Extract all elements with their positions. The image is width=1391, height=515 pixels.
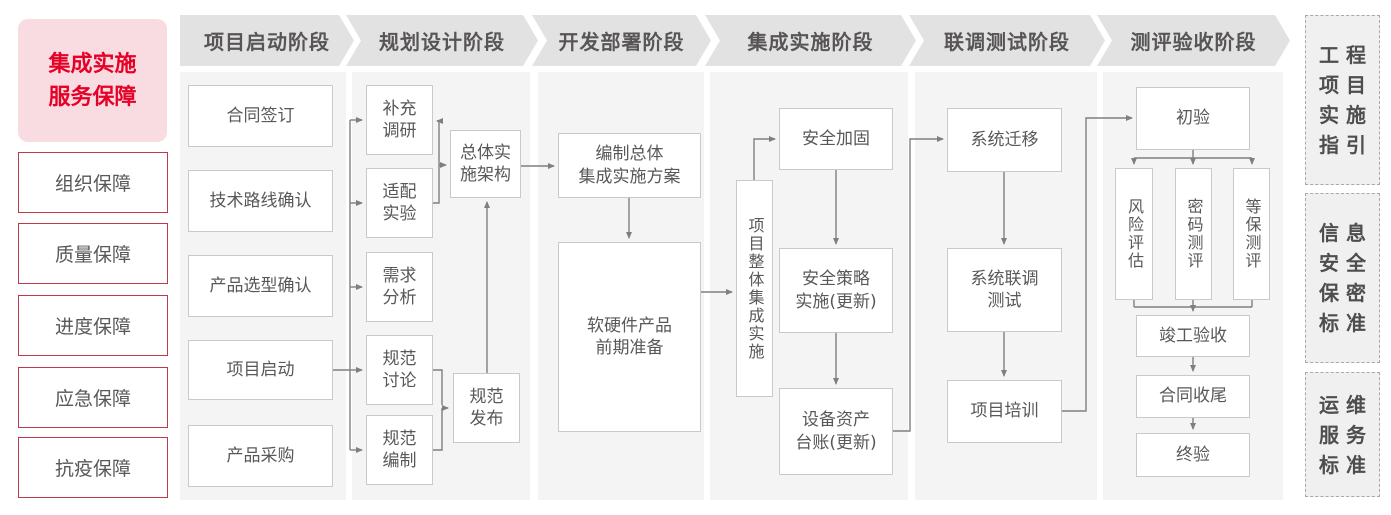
guarantee-item-emergency: 应急保障 bbox=[18, 367, 168, 428]
node-spec-drafting: 规范 编制 bbox=[366, 415, 433, 485]
standard-card-info-security-confidentiality: 信息 安全 保密 标准 bbox=[1305, 193, 1380, 363]
node-spec-release: 规范 发布 bbox=[453, 373, 520, 443]
node-overall-impl-architecture: 总体实 施架构 bbox=[450, 130, 521, 198]
guarantee-item-quality: 质量保障 bbox=[18, 223, 168, 284]
node-hw-sw-preparation: 软硬件产品 前期准备 bbox=[558, 242, 701, 432]
standard-card-om-service-standard: 运维 服务 标准 bbox=[1305, 372, 1380, 497]
node-initial-acceptance: 初验 bbox=[1136, 87, 1250, 150]
phase-header-dev-deployment: 开发部署阶段 bbox=[532, 15, 711, 66]
node-spec-discussion: 规范 讨论 bbox=[366, 335, 433, 405]
standard-card-project-implementation-guideline: 工程 项目 实施 指引 bbox=[1305, 15, 1380, 185]
node-overall-integration-plan: 编制总体 集成实施方案 bbox=[558, 133, 701, 198]
node-contract-closure: 合同收尾 bbox=[1136, 375, 1250, 418]
node-product-procurement: 产品采购 bbox=[188, 425, 333, 487]
node-product-selection-confirm: 产品选型确认 bbox=[188, 255, 333, 317]
node-supplementary-research: 补充 调研 bbox=[366, 85, 433, 155]
phase-header-project-kickoff: 项目启动阶段 bbox=[180, 15, 354, 66]
node-asset-ledger-update: 设备资产 台账(更新) bbox=[779, 388, 893, 475]
phase-header-planning-design: 规划设计阶段 bbox=[346, 15, 538, 66]
phase-header-evaluation-acceptance: 测评验收阶段 bbox=[1097, 15, 1290, 66]
diagram-title: 集成实施 服务保障 bbox=[18, 19, 167, 142]
guarantee-item-schedule: 进度保障 bbox=[18, 295, 168, 356]
node-requirement-analysis: 需求 分析 bbox=[366, 252, 433, 322]
node-completion-acceptance: 竣工验收 bbox=[1136, 315, 1250, 357]
node-contract-signing: 合同签订 bbox=[188, 85, 333, 147]
node-system-migration: 系统迁移 bbox=[947, 108, 1062, 172]
node-mlps-evaluation: 等保测评 bbox=[1233, 168, 1270, 300]
node-final-acceptance: 终验 bbox=[1136, 433, 1250, 477]
guarantee-item-organization: 组织保障 bbox=[18, 152, 168, 213]
node-security-policy-update: 安全策略 实施(更新) bbox=[779, 248, 893, 333]
node-project-overall-integration: 项目整体集成实施 bbox=[736, 180, 773, 397]
node-project-training: 项目培训 bbox=[947, 380, 1062, 443]
guarantee-item-epidemic: 抗疫保障 bbox=[18, 437, 168, 498]
node-project-kickoff: 项目启动 bbox=[188, 340, 333, 400]
node-system-joint-test: 系统联调 测试 bbox=[947, 248, 1062, 332]
node-security-hardening: 安全加固 bbox=[779, 108, 893, 170]
node-tech-route-confirm: 技术路线确认 bbox=[188, 170, 333, 232]
node-adaptation-test: 适配 实验 bbox=[366, 168, 433, 238]
phase-header-joint-testing: 联调测试阶段 bbox=[909, 15, 1105, 66]
phase-header-integration-impl: 集成实施阶段 bbox=[705, 15, 916, 66]
node-crypto-evaluation: 密码测评 bbox=[1175, 168, 1212, 300]
node-risk-assessment: 风险评估 bbox=[1115, 168, 1153, 300]
